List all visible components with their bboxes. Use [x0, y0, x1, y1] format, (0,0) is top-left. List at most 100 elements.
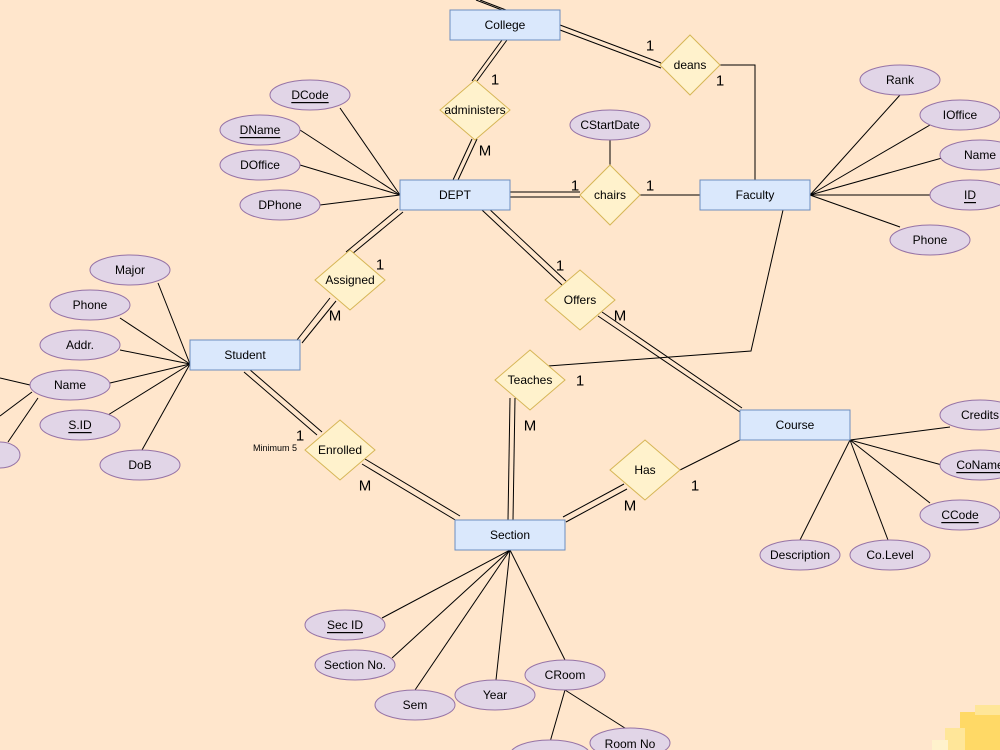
attr-coname [939, 449, 1000, 481]
attr-description [759, 539, 841, 571]
line-student-enrolled [243, 371, 318, 436]
card-administers-dept: M [479, 143, 492, 160]
attr-year-label: Year [483, 688, 507, 702]
attr-doffice [219, 149, 301, 181]
attr-ccode-label: CCode [941, 508, 979, 522]
entity-faculty-label: Faculty [736, 188, 775, 202]
rel-administers-label: administers [444, 103, 505, 117]
attr-student-phone-label: Phone [73, 298, 108, 312]
attr-coname-label: CoName [956, 458, 1000, 472]
attr-dphone [239, 189, 321, 221]
entity-course-label: Course [776, 418, 815, 432]
line-enrolled-section [361, 463, 458, 522]
attribute-shapes [0, 64, 1000, 750]
rel-has [609, 439, 681, 501]
card-chairs-dept: 1 [571, 178, 579, 195]
card-teaches-section: M [524, 418, 537, 435]
attr-colevel-label: Co.Level [866, 548, 913, 562]
line-dept-offers [481, 209, 563, 286]
attr-student-phone [49, 289, 131, 321]
attr-cstartdate [569, 109, 651, 141]
line-teaches-section [507, 397, 511, 521]
connector-lines [0, 0, 951, 743]
card-chairs-faculty: 1 [646, 178, 654, 195]
entity-course [739, 409, 851, 441]
rel-administers [439, 79, 511, 141]
attr-student-name [29, 369, 111, 401]
rel-chairs-label: chairs [594, 188, 626, 202]
line-faculty-teaches [547, 209, 784, 367]
card-administers-college: 1 [491, 72, 499, 89]
attr-dcode-label: DCode [291, 88, 329, 102]
rel-assigned [314, 249, 386, 311]
attr-faculty-phone-label: Phone [913, 233, 948, 247]
college-offscreen-link [479, 0, 507, 11]
attr-sem-label: Sem [403, 698, 428, 712]
card-teaches-faculty: 1 [576, 373, 584, 390]
college-offscreen-link-2 [475, 0, 503, 11]
entity-section [454, 519, 566, 551]
attr-faculty-id [929, 179, 1000, 211]
line-dept-assigned [345, 208, 399, 253]
attr-faculty-name-label: Name [964, 148, 996, 162]
attr-year [454, 679, 536, 711]
card-has-section: M [624, 498, 637, 515]
attr-cstartdate-label: CStartDate [580, 118, 640, 132]
attr-dname [219, 114, 301, 146]
attr-credits-label: Credits [961, 408, 999, 422]
line-college-administers [471, 39, 503, 82]
entity-labels: College DEPT Faculty Student Course Sect… [224, 18, 814, 542]
attr-ccode [919, 499, 1000, 531]
attr-major-label: Major [115, 263, 145, 277]
line-college-deans [559, 24, 662, 64]
attr-sem [374, 689, 456, 721]
card-offers-course: M [614, 308, 627, 325]
attr-roomno [589, 727, 671, 750]
attr-secid-label: Sec ID [327, 618, 363, 632]
relationship-shapes [304, 34, 721, 501]
rel-deans-label: deans [674, 58, 707, 72]
card-has-course: 1 [691, 478, 699, 495]
entity-shapes [189, 9, 851, 551]
card-enrolled-section: M [359, 478, 372, 495]
attr-name-part-cropped [0, 441, 21, 469]
attr-faculty-id-label: ID [964, 188, 976, 202]
attr-student-name-label: Name [54, 378, 86, 392]
attr-dcode [269, 79, 351, 111]
attr-dphone-label: DPhone [258, 198, 302, 212]
attr-sid [39, 409, 121, 441]
attr-credits [939, 399, 1000, 431]
attr-addr-label: Addr. [66, 338, 94, 352]
line-has-course [679, 439, 741, 471]
entity-dept-label: DEPT [439, 188, 472, 202]
attribute-labels: DCode DName DOffice DPhone CStartDate Ra… [54, 73, 1000, 750]
card-enrolled-student: 1 [296, 428, 304, 445]
attr-ioffice [919, 99, 1000, 131]
entity-dept [399, 179, 511, 211]
attr-dob [99, 449, 181, 481]
card-assigned-student: M [329, 308, 342, 325]
attr-sid-label: S.ID [68, 418, 92, 432]
entity-student [189, 339, 301, 371]
attr-major [89, 254, 171, 286]
attr-croom [524, 659, 606, 691]
attr-faculty-name [939, 139, 1000, 171]
attr-secid [304, 609, 386, 641]
attr-doffice-label: DOffice [240, 158, 280, 172]
entity-section-label: Section [490, 528, 530, 542]
cardinality-labels: 1 M 1 1 1 1 1 M 1 M 1 M 1 M 1 M [296, 38, 724, 515]
attr-colevel [849, 539, 931, 571]
attr-description-label: Description [770, 548, 830, 562]
rel-deans [659, 34, 721, 96]
attr-rank [859, 64, 941, 96]
attr-secno-label: Section No. [324, 658, 386, 672]
entity-student-label: Student [224, 348, 266, 362]
rel-offers-label: Offers [564, 293, 596, 307]
line-offers-course [597, 315, 741, 413]
card-assigned-dept: 1 [376, 257, 384, 274]
attr-rank-label: Rank [886, 73, 915, 87]
entity-faculty [699, 179, 811, 211]
line-has-section [562, 483, 625, 518]
